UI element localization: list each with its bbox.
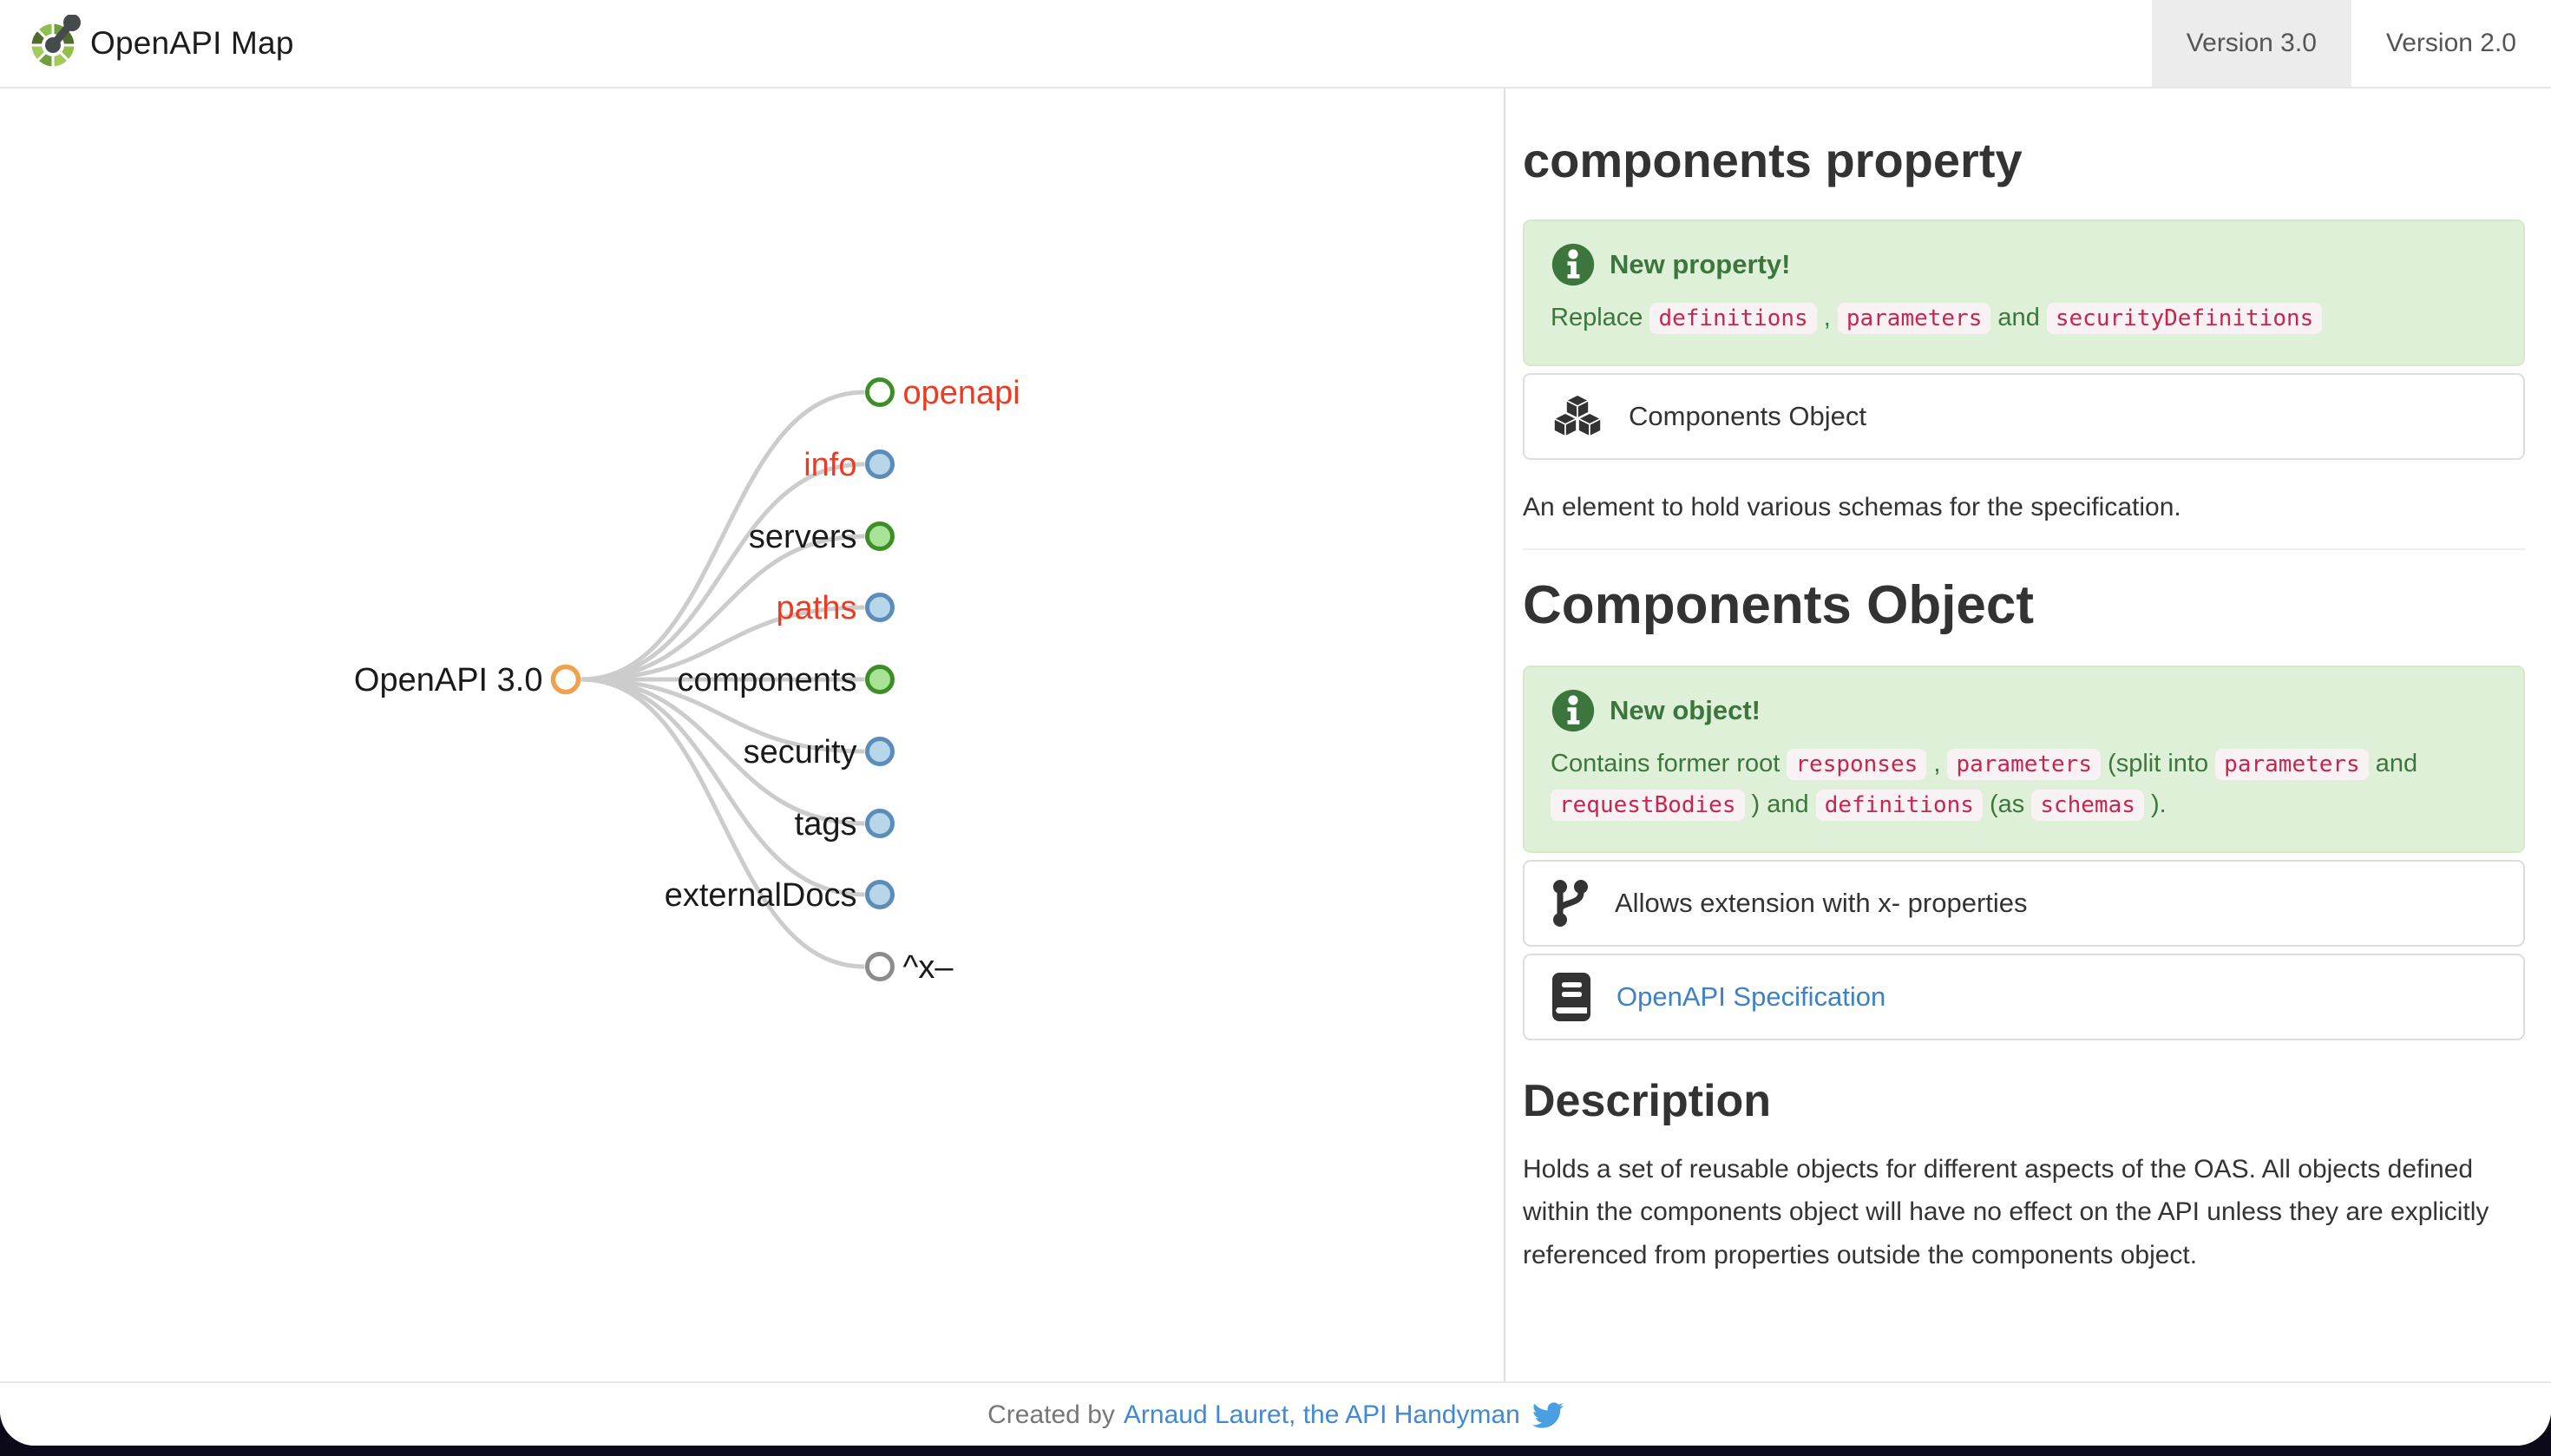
code-chip: definitions (1815, 789, 1983, 821)
code-chip: parameters (2215, 748, 2369, 780)
extension-row: Allows extension with x- properties (1523, 859, 2525, 947)
code-chip: definitions (1649, 303, 1817, 334)
code-chip: requestBodies (1551, 789, 1745, 821)
tree-link (580, 677, 865, 969)
nav-spacer (294, 0, 2152, 87)
property-section-title: components property (1523, 133, 2023, 187)
components-object-row: Components Object (1523, 372, 2525, 460)
book-icon (1552, 972, 1590, 1021)
code-chip: responses (1787, 748, 1927, 780)
doc-panel: components property New property! Replac… (1504, 89, 2551, 1381)
openapi-tree-map: OpenAPI 3.0 openapi info servers paths compon… (0, 89, 1504, 1381)
alert-text: ). (2143, 790, 2167, 818)
tree-label-paths[interactable]: paths (777, 590, 857, 626)
alert-text: ) and (1744, 790, 1816, 818)
alert-title: New property! (1610, 249, 1791, 279)
alert-title: New object! (1610, 694, 1761, 725)
tree-label-security[interactable]: security (744, 734, 857, 771)
alert-body: Replace definitions , parameters and sec… (1551, 298, 2497, 338)
specification-row[interactable]: OpenAPI Specification (1523, 953, 2525, 1040)
tree-label-x[interactable]: ^x– (903, 949, 954, 986)
footer-credit-prefix: Created by (987, 1400, 1115, 1429)
tree-link (580, 677, 865, 826)
tree-node-tags[interactable] (865, 809, 895, 838)
tree-node-paths[interactable] (865, 593, 895, 622)
tree-label-components[interactable]: components (677, 662, 856, 698)
footer-author-link[interactable]: Arnaud Lauret, the API Handyman (1123, 1400, 1520, 1429)
section-divider (1523, 548, 2525, 550)
twitter-icon[interactable] (1531, 1400, 1564, 1431)
tree-link (580, 462, 865, 682)
info-icon (1551, 243, 1595, 286)
extension-row-label: Allows extension with x- properties (1615, 887, 2028, 918)
openapi-logo-icon (29, 15, 81, 69)
code-chip: parameters (1837, 303, 1991, 334)
footer: Created by Arnaud Lauret, the API Handym… (0, 1381, 2551, 1446)
property-summary: An element to hold various schemas for t… (1523, 492, 2181, 521)
tree-svg: OpenAPI 3.0 openapi info servers paths compon… (354, 375, 1020, 986)
tree-node-servers[interactable] (865, 521, 895, 551)
description-text: Holds a set of reusable objects for diff… (1523, 1154, 2489, 1269)
tree-label-tags[interactable]: tags (795, 806, 857, 843)
tree-node-openapi[interactable] (865, 377, 895, 407)
alert-text: (split into (2101, 749, 2216, 777)
alert-text: and (1990, 304, 2047, 331)
alert-text: Contains former root (1551, 749, 1787, 777)
code-chip: securityDefinitions (2046, 303, 2323, 334)
app-title: OpenAPI Map (90, 25, 294, 61)
info-icon (1551, 689, 1595, 732)
tree-node-components[interactable] (865, 665, 895, 694)
alert-text: , (1816, 304, 1838, 331)
tree-link (580, 677, 865, 754)
openapi-specification-link[interactable]: OpenAPI Specification (1617, 981, 1886, 1012)
tree-node-security[interactable] (865, 737, 895, 766)
description-title: Description (1523, 1075, 1772, 1126)
tree-label-openapi[interactable]: openapi (903, 375, 1020, 411)
tree-node-info[interactable] (865, 449, 895, 479)
code-fork-icon (1553, 879, 1588, 927)
tab-version-3[interactable]: Version 3.0 (2151, 0, 2351, 87)
tree-label-externalDocs[interactable]: externalDocs (665, 877, 857, 914)
navbar: OpenAPI Map Version 3.0 Version 2.0 (0, 0, 2551, 89)
tree-label-root[interactable]: OpenAPI 3.0 (354, 662, 543, 698)
alert-text: , (1926, 749, 1948, 777)
alert-text: and (2368, 749, 2418, 777)
tree-link (580, 534, 865, 682)
alert-text: Replace (1551, 304, 1650, 331)
brand: OpenAPI Map (0, 0, 294, 87)
tree-link (580, 390, 865, 682)
alert-text: (as (1982, 790, 2032, 818)
tree-node-root[interactable] (550, 664, 581, 695)
tree-link (580, 605, 865, 682)
tree-node-externalDocs[interactable] (865, 880, 895, 909)
code-chip: parameters (1947, 748, 2101, 780)
tree-link (580, 677, 865, 897)
tree-label-info[interactable]: info (803, 447, 856, 483)
new-property-alert: New property! Replace definitions , para… (1523, 220, 2525, 366)
components-object-row-label: Components Object (1629, 400, 1866, 431)
tree-label-servers[interactable]: servers (749, 519, 857, 555)
new-object-alert: New object! Contains former root respons… (1523, 665, 2525, 853)
tab-version-2[interactable]: Version 2.0 (2385, 29, 2516, 57)
code-chip: schemas (2031, 789, 2144, 821)
tree-node-x[interactable] (865, 952, 895, 981)
main-content: OpenAPI 3.0 openapi info servers paths compon… (0, 89, 2551, 1381)
alert-body: Contains former root responses , paramet… (1551, 744, 2497, 825)
object-section-title: Components Object (1523, 574, 2035, 635)
cubes-icon (1552, 394, 1603, 438)
